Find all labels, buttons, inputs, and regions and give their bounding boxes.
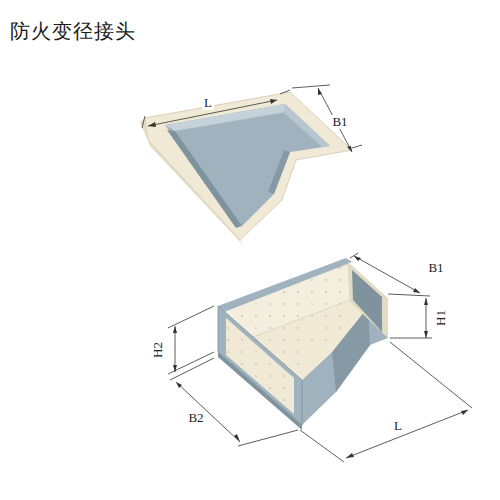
dimension-label: B1 xyxy=(426,261,445,275)
dimension-label: L xyxy=(202,96,214,110)
top-reducer xyxy=(140,92,352,246)
dimension-label: B2 xyxy=(186,411,205,425)
title: 防火变径接头 xyxy=(10,18,136,45)
dimension-label: B1 xyxy=(330,115,349,129)
dimension-arrows xyxy=(148,88,468,458)
dimension-label: H1 xyxy=(434,308,448,328)
bottom-reducer xyxy=(218,258,388,430)
dimension-label: H2 xyxy=(151,340,165,360)
dimension-lines xyxy=(142,85,472,462)
dimension-label: L xyxy=(392,419,404,433)
